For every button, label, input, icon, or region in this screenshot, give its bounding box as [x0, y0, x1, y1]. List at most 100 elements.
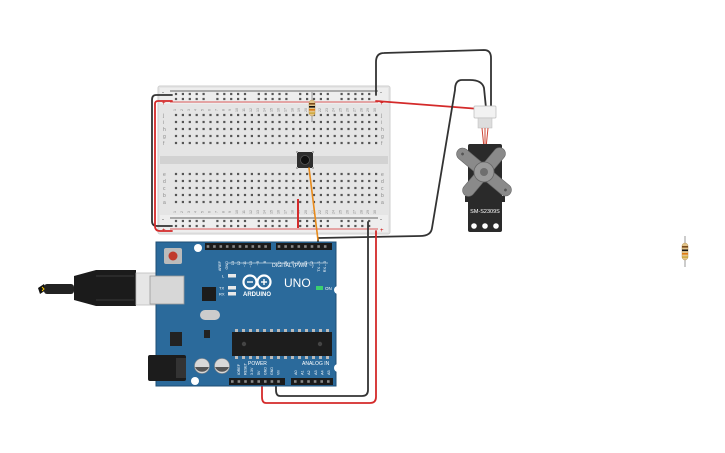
breadboard-hole[interactable] — [195, 172, 198, 176]
breadboard-hole[interactable] — [195, 179, 198, 183]
rail-hole[interactable] — [264, 219, 267, 223]
digital-pin-hole[interactable] — [206, 245, 210, 248]
servo-motor[interactable]: SM-S2309S — [454, 105, 514, 232]
breadboard-hole[interactable] — [347, 186, 350, 190]
breadboard-hole[interactable] — [257, 172, 260, 176]
breadboard-hole[interactable] — [368, 179, 371, 183]
wire-left-power-rail[interactable] — [154, 100, 173, 232]
breadboard-hole[interactable] — [292, 200, 295, 204]
breadboard-hole[interactable] — [299, 120, 302, 124]
breadboard-hole[interactable] — [209, 172, 212, 176]
breadboard-hole[interactable] — [264, 179, 267, 183]
rail-hole[interactable] — [188, 97, 191, 101]
breadboard-hole[interactable] — [230, 134, 233, 138]
breadboard-hole[interactable] — [292, 134, 295, 138]
breadboard-hole[interactable] — [188, 134, 191, 138]
breadboard-hole[interactable] — [368, 127, 371, 131]
rail-hole[interactable] — [174, 92, 178, 96]
analog-pin-hole[interactable] — [313, 380, 317, 383]
breadboard-hole[interactable] — [230, 200, 233, 204]
breadboard-hole[interactable] — [319, 127, 322, 131]
rail-hole[interactable] — [216, 219, 219, 223]
breadboard-hole[interactable] — [209, 113, 212, 117]
breadboard-hole[interactable] — [188, 113, 191, 117]
breadboard-hole[interactable] — [368, 120, 371, 124]
digital-pin-hole[interactable] — [323, 245, 327, 248]
breadboard-hole[interactable] — [292, 141, 295, 145]
breadboard-hole[interactable] — [202, 134, 205, 138]
breadboard-hole[interactable] — [195, 120, 198, 124]
power-header[interactable] — [229, 378, 285, 385]
breadboard-hole[interactable] — [375, 193, 378, 197]
breadboard-hole[interactable] — [195, 200, 198, 204]
breadboard-hole[interactable] — [237, 186, 240, 190]
rail-hole[interactable] — [202, 92, 205, 96]
breadboard-hole[interactable] — [319, 200, 322, 204]
breadboard-hole[interactable] — [230, 120, 233, 124]
rail-hole[interactable] — [223, 219, 226, 223]
digital-pin-hole[interactable] — [310, 245, 314, 248]
breadboard-hole[interactable] — [306, 200, 309, 204]
breadboard-hole[interactable] — [354, 172, 357, 176]
breadboard-hole[interactable] — [237, 127, 240, 131]
breadboard-hole[interactable] — [306, 134, 309, 138]
push-button[interactable] — [296, 151, 314, 169]
rail-hole[interactable] — [230, 92, 233, 96]
breadboard-hole[interactable] — [237, 120, 240, 124]
rail-hole[interactable] — [340, 92, 343, 96]
rail-hole[interactable] — [264, 97, 267, 101]
rail-hole[interactable] — [195, 224, 198, 228]
digital-pin-hole[interactable] — [213, 245, 216, 248]
breadboard-hole[interactable] — [319, 186, 322, 190]
digital-pin-hole[interactable] — [317, 245, 320, 248]
breadboard-hole[interactable] — [223, 113, 226, 117]
breadboard-hole[interactable] — [375, 113, 378, 117]
breadboard-hole[interactable] — [223, 172, 226, 176]
breadboard-hole[interactable] — [319, 113, 322, 117]
digital-pin-hole[interactable] — [225, 245, 229, 248]
breadboard-hole[interactable] — [354, 193, 357, 197]
breadboard-hole[interactable] — [354, 127, 357, 131]
breadboard-hole[interactable] — [333, 127, 336, 131]
breadboard-hole[interactable] — [181, 113, 184, 117]
rail-hole[interactable] — [237, 97, 240, 101]
rail-hole[interactable] — [299, 92, 302, 96]
rail-hole[interactable] — [278, 224, 281, 228]
breadboard-hole[interactable] — [243, 134, 247, 138]
breadboard-hole[interactable] — [250, 200, 253, 204]
breadboard-hole[interactable] — [195, 193, 198, 197]
breadboard-hole[interactable] — [340, 120, 343, 124]
rail-hole[interactable] — [271, 224, 274, 228]
breadboard-hole[interactable] — [333, 120, 336, 124]
breadboard-hole[interactable] — [216, 127, 219, 131]
breadboard-hole[interactable] — [223, 120, 226, 124]
rail-hole[interactable] — [264, 92, 267, 96]
rail-hole[interactable] — [202, 219, 205, 223]
breadboard-hole[interactable] — [243, 141, 247, 145]
breadboard-hole[interactable] — [181, 179, 184, 183]
breadboard-hole[interactable] — [174, 134, 178, 138]
breadboard-hole[interactable] — [319, 134, 322, 138]
breadboard-hole[interactable] — [216, 113, 219, 117]
digital-header-left[interactable] — [205, 243, 271, 250]
breadboard-hole[interactable] — [361, 113, 364, 117]
breadboard-hole[interactable] — [271, 134, 274, 138]
rail-hole[interactable] — [271, 92, 274, 96]
rail-hole[interactable] — [354, 224, 357, 228]
breadboard-hole[interactable] — [243, 113, 247, 117]
rail-hole[interactable] — [195, 219, 198, 223]
rail-hole[interactable] — [285, 224, 288, 228]
breadboard-hole[interactable] — [347, 193, 350, 197]
breadboard[interactable]: 1122334455667788991010111112121313141415… — [157, 85, 391, 235]
breadboard-hole[interactable] — [271, 120, 274, 124]
breadboard-hole[interactable] — [361, 134, 364, 138]
rail-hole[interactable] — [326, 224, 329, 228]
breadboard-hole[interactable] — [257, 113, 260, 117]
breadboard-hole[interactable] — [312, 127, 316, 131]
rail-hole[interactable] — [319, 97, 322, 101]
breadboard-hole[interactable] — [195, 127, 198, 131]
rail-hole[interactable] — [326, 97, 329, 101]
rail-hole[interactable] — [237, 92, 240, 96]
rail-hole[interactable] — [174, 219, 178, 223]
